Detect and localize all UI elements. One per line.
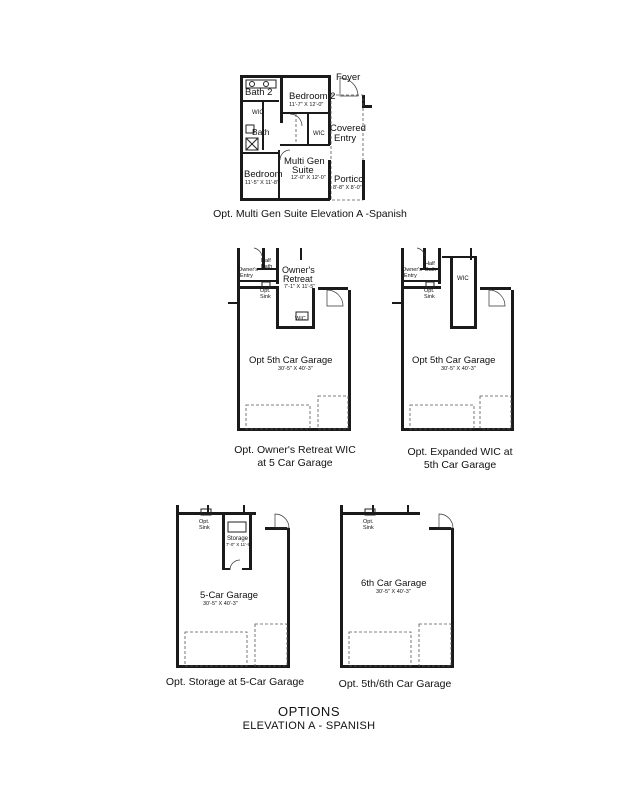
- caption-expanded-wic-line-2: 5th Car Garage: [423, 459, 497, 471]
- room-label-retreat-2: Retreat: [283, 274, 313, 284]
- room-label-opt-sink-2: Sink: [363, 525, 374, 531]
- caption-multi-gen-suite: Opt. Multi Gen Suite Elevation A -Spanis…: [213, 208, 407, 220]
- room-label-foyer: Foyer: [336, 72, 360, 83]
- room-dim-garage: 30'-5" X 40'-3": [203, 601, 238, 607]
- room-label-half-bath-2: Bath: [425, 267, 436, 273]
- multi-gen-suite-plan: Bath 2 Bedroom 2 11'-7" X 12'-0" Foyer W…: [240, 72, 372, 201]
- room-label-half-bath-2: Bath: [261, 264, 272, 270]
- room-dim-garage: 30'-5" X 40'-3": [376, 589, 411, 595]
- room-label-garage: Opt 5th Car Garage: [249, 355, 332, 366]
- caption-expanded-wic: Opt. Expanded WIC at 5th Car Garage: [370, 446, 550, 472]
- room-label-opt-sink-1: Opt.: [260, 288, 271, 294]
- room-label-wic: WIC: [295, 316, 306, 322]
- room-label-covered-entry-2: Entry: [334, 133, 356, 144]
- room-label-portico: Portico: [334, 174, 364, 185]
- room-dim-portico: 8'-8" X 8'-0": [333, 185, 362, 191]
- room-label-wic-2: WIC: [313, 131, 325, 137]
- room-label-owners-entry-2: Entry: [404, 273, 417, 279]
- room-label-wic: WIC: [457, 276, 469, 282]
- room-label-garage: 5-Car Garage: [200, 590, 258, 601]
- room-label-bedroom: Bedroom: [244, 169, 283, 180]
- room-label-half-bath-1: Half: [261, 258, 271, 264]
- room-label-opt-sink-1: Opt.: [424, 288, 435, 294]
- expanded-wic-plan: Owner's Entry Half Bath Opt. Sink WIC Op…: [392, 247, 514, 431]
- room-label-garage: Opt 5th Car Garage: [412, 355, 495, 366]
- storage-plan: Opt. Sink Storage 7'-0" X 11'-9" 5-Car G…: [176, 505, 290, 668]
- caption-owners-retreat-line-2: at 5 Car Garage: [257, 457, 333, 469]
- room-label-opt-sink-2: Sink: [260, 294, 271, 300]
- elevation-subtitle: ELEVATION A - SPANISH: [242, 720, 376, 732]
- room-dim-bedroom-2: 11'-7" X 12'-0": [289, 102, 323, 108]
- room-label-wic: WIC: [252, 110, 264, 116]
- caption-expanded-wic-line-1: Opt. Expanded WIC at: [407, 446, 513, 458]
- room-dim-bedroom: 11'-5" X 11'-8": [245, 180, 279, 186]
- room-dim-storage: 7'-0" X 11'-9": [226, 542, 252, 547]
- room-label-storage: Storage: [227, 536, 249, 542]
- room-label-owners-entry-2: Entry: [240, 273, 253, 279]
- room-label-opt-sink-2: Sink: [424, 294, 435, 300]
- room-dim-garage: 30'-5" X 40'-3": [278, 366, 313, 372]
- room-label-bath: Bath: [252, 127, 270, 137]
- room-dim-garage: 30'-5" X 40'-3": [441, 366, 476, 372]
- room-label-bedroom-2: Bedroom 2: [289, 91, 335, 102]
- options-title: OPTIONS: [277, 704, 340, 719]
- room-label-opt-sink-1: Opt.: [363, 519, 374, 525]
- owners-retreat-plan: Owner's Entry Half Bath Owner's Retreat …: [228, 247, 351, 431]
- caption-owners-retreat-line-1: Opt. Owner's Retreat WIC: [234, 444, 356, 456]
- room-label-garage: 6th Car Garage: [361, 578, 426, 589]
- room-label-bath-2: Bath 2: [245, 87, 272, 98]
- caption-sixth-car-garage: Opt. 5th/6th Car Garage: [338, 678, 452, 690]
- room-label-multi-gen-1: Multi Gen: [284, 156, 325, 167]
- room-label-multi-gen-2: Suite: [292, 165, 314, 176]
- room-dim-retreat: 7'-1" X 11'-5": [284, 284, 315, 290]
- room-label-owners-entry-1: Owner's: [402, 267, 422, 273]
- sixth-car-garage-plan: Opt. Sink 6th Car Garage 30'-5" X 40'-3": [340, 505, 454, 668]
- room-label-retreat-1: Owner's: [282, 265, 315, 275]
- room-label-owners-entry-1: Owner's: [238, 267, 258, 273]
- room-label-half-bath-1: Half: [425, 261, 435, 267]
- room-label-opt-sink-2: Sink: [199, 525, 210, 531]
- room-label-opt-sink-1: Opt.: [199, 519, 210, 525]
- caption-storage: Opt. Storage at 5-Car Garage: [165, 676, 305, 688]
- caption-owners-retreat: Opt. Owner's Retreat WIC at 5 Car Garage: [200, 444, 390, 470]
- room-dim-multi-gen: 12'-0" X 12'-0": [291, 175, 326, 181]
- room-label-covered-entry-1: Covered: [330, 123, 366, 134]
